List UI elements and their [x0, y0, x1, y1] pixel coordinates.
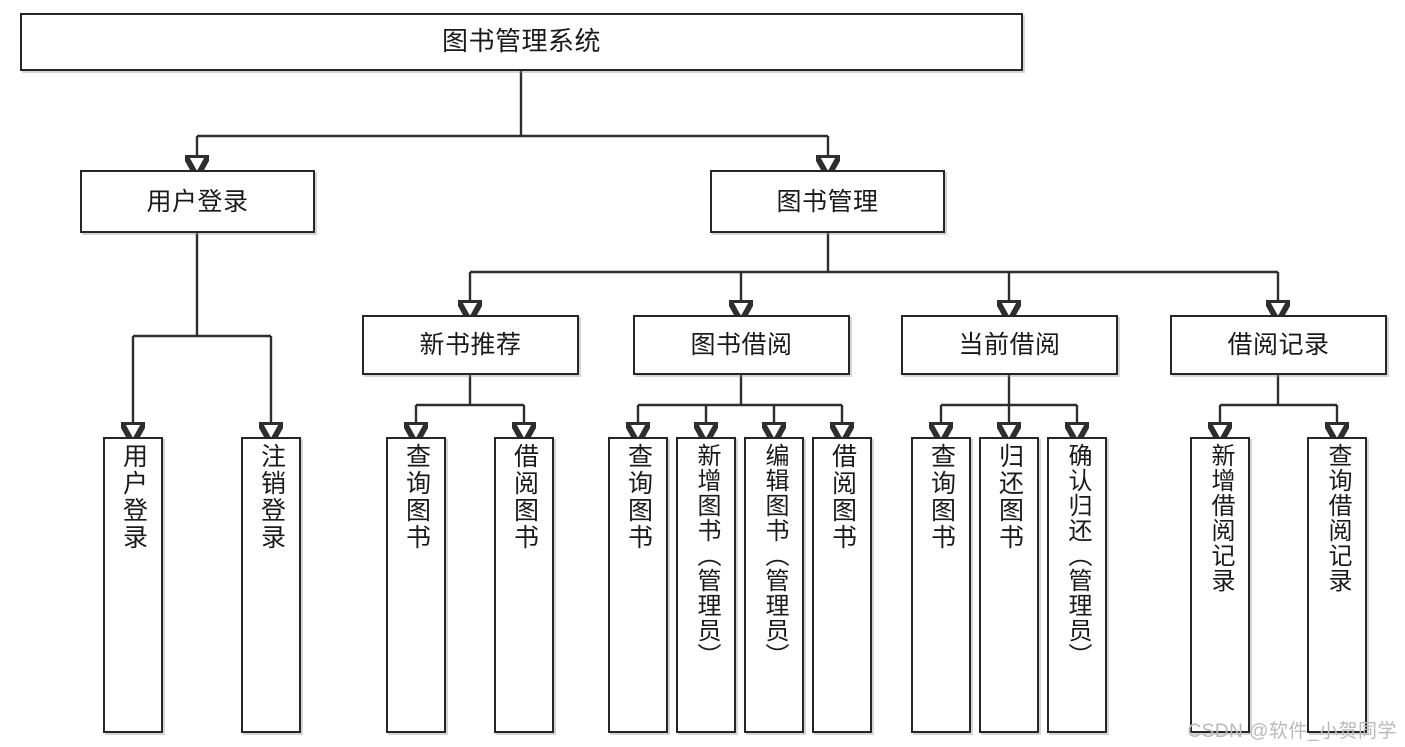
node-leaf-query-book-2[interactable]: 查询图书 — [608, 437, 668, 733]
node-label: 查询图书 — [927, 443, 956, 551]
node-book-manage[interactable]: 图书管理 — [710, 170, 945, 233]
node-label: 借阅图书 — [510, 443, 539, 551]
node-borrow-record[interactable]: 借阅记录 — [1170, 315, 1387, 375]
node-leaf-add-book[interactable]: 新增图书（管理员） — [676, 437, 736, 733]
node-current-borrow[interactable]: 当前借阅 — [901, 315, 1118, 375]
node-label: 借阅记录 — [1227, 331, 1330, 359]
node-leaf-return-book[interactable]: 归还图书 — [979, 437, 1039, 733]
node-leaf-user-login[interactable]: 用户登录 — [103, 437, 163, 733]
node-leaf-query-record[interactable]: 查询借阅记录 — [1307, 437, 1367, 733]
node-label: 查询图书 — [624, 443, 653, 551]
node-leaf-query-book-1[interactable]: 查询图书 — [386, 437, 446, 733]
node-label: 新增借阅记录 — [1207, 443, 1234, 593]
node-label: 查询借阅记录 — [1324, 443, 1351, 593]
node-label: 新增图书（管理员） — [693, 443, 720, 668]
node-leaf-edit-book[interactable]: 编辑图书（管理员） — [744, 437, 804, 733]
node-leaf-confirm-return[interactable]: 确认归还（管理员） — [1047, 437, 1107, 733]
node-root-system[interactable]: 图书管理系统 — [20, 13, 1023, 71]
node-label: 用户登录 — [146, 187, 249, 216]
node-label: 图书管理系统 — [441, 26, 601, 57]
node-label: 注销登录 — [257, 443, 286, 551]
node-leaf-borrow-book-1[interactable]: 借阅图书 — [494, 437, 554, 733]
node-label: 编辑图书（管理员） — [761, 443, 788, 668]
node-label: 查询图书 — [402, 443, 431, 551]
node-book-borrow[interactable]: 图书借阅 — [633, 315, 850, 375]
node-label: 当前借阅 — [958, 331, 1061, 359]
node-leaf-add-record[interactable]: 新增借阅记录 — [1190, 437, 1250, 733]
watermark-text: CSDN @软件_小贺同学 — [1187, 721, 1397, 742]
node-leaf-query-book-3[interactable]: 查询图书 — [911, 437, 971, 733]
node-label: 借阅图书 — [828, 443, 857, 551]
node-label: 新书推荐 — [419, 331, 522, 359]
node-label: 确认归还（管理员） — [1064, 443, 1091, 668]
node-user-login[interactable]: 用户登录 — [80, 170, 315, 233]
node-label: 归还图书 — [995, 443, 1024, 551]
node-leaf-borrow-book-2[interactable]: 借阅图书 — [812, 437, 872, 733]
node-label: 图书管理 — [776, 187, 879, 216]
node-leaf-logout-login[interactable]: 注销登录 — [241, 437, 301, 733]
node-new-book-recommend[interactable]: 新书推荐 — [362, 315, 579, 375]
node-label: 用户登录 — [119, 443, 148, 551]
node-label: 图书借阅 — [690, 331, 793, 359]
